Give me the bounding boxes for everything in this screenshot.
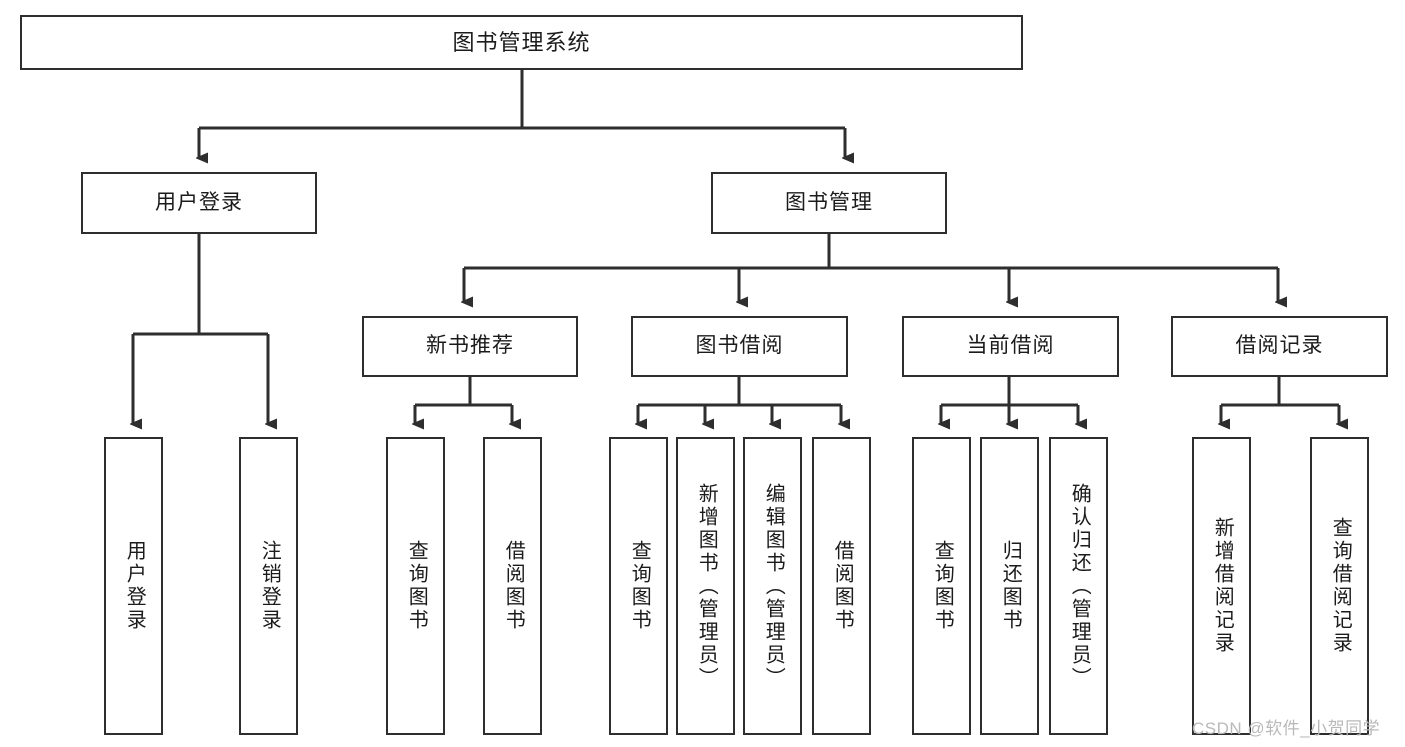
node-label: 用户登录 [123,540,146,632]
node-label: 新增图书（管理员） [695,482,718,690]
node-user-login[interactable]: 用户登录 [81,172,317,234]
node-label: 编辑图书（管理员） [762,482,785,690]
node-label: 借阅图书 [831,540,854,632]
node-borrowing-records[interactable]: 借阅记录 [1171,316,1388,377]
leaf-confirm-return-admin[interactable]: 确认归还（管理员） [1049,437,1108,735]
leaf-add-book-admin[interactable]: 新增图书（管理员） [676,437,735,735]
node-label: 新增借阅记录 [1211,517,1234,655]
node-label: 查询图书 [628,540,651,632]
leaf-edit-book-admin[interactable]: 编辑图书（管理员） [743,437,802,735]
leaf-query-books-recommendation[interactable]: 查询图书 [386,437,445,735]
node-new-book-recommendation[interactable]: 新书推荐 [362,316,578,377]
leaf-logout[interactable]: 注销登录 [239,437,298,735]
node-label: 借阅记录 [1235,334,1324,358]
leaf-add-borrowing-record[interactable]: 新增借阅记录 [1192,437,1251,735]
node-label: 归还图书 [999,540,1022,632]
node-root-book-management-system[interactable]: 图书管理系统 [20,15,1023,70]
node-book-borrowing[interactable]: 图书借阅 [631,316,848,377]
node-label: 用户登录 [155,190,243,214]
node-label: 注销登录 [258,540,281,632]
node-label: 查询借阅记录 [1329,517,1352,655]
leaf-user-login[interactable]: 用户登录 [104,437,163,735]
node-label: 确认归还（管理员） [1068,482,1091,690]
node-label: 新书推荐 [426,334,514,358]
node-label: 图书管理 [785,190,873,214]
node-label: 当前借阅 [966,334,1055,358]
watermark-text: CSDN @软件_小贺同学 [1192,719,1381,738]
leaf-query-borrowing-record[interactable]: 查询借阅记录 [1310,437,1369,735]
node-label: 查询图书 [931,540,954,632]
leaf-query-books-borrowing[interactable]: 查询图书 [609,437,668,735]
leaf-query-books-current[interactable]: 查询图书 [912,437,971,735]
leaf-borrow-books-recommendation[interactable]: 借阅图书 [483,437,542,735]
node-current-borrowing[interactable]: 当前借阅 [902,316,1119,377]
node-label: 查询图书 [405,540,428,632]
node-label: 图书管理系统 [452,29,591,55]
node-label: 图书借阅 [695,334,784,358]
leaf-return-books[interactable]: 归还图书 [980,437,1039,735]
node-label: 借阅图书 [502,540,525,632]
leaf-borrow-books-borrowing[interactable]: 借阅图书 [812,437,871,735]
node-book-management[interactable]: 图书管理 [711,172,947,234]
